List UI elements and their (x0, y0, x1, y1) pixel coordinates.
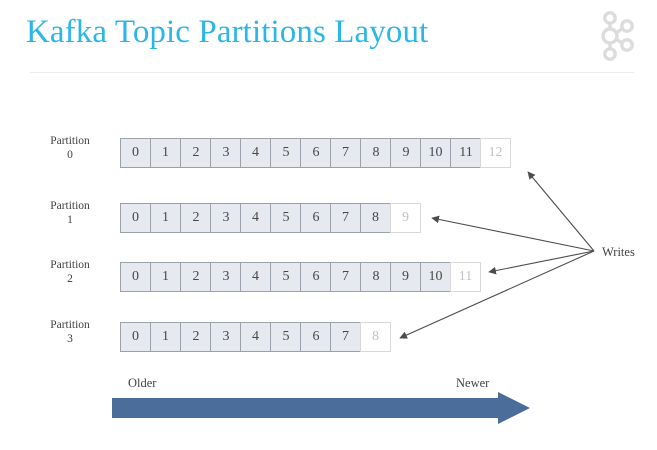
partition-offset-cell: 4 (240, 203, 271, 233)
kafka-logo-icon (601, 11, 634, 61)
partition-label-number: 1 (67, 214, 73, 226)
partition-offset-cell: 1 (150, 203, 181, 233)
partition-offset-cell: 4 (240, 262, 271, 292)
partition-next-offset-cell: 9 (390, 203, 421, 233)
partition-offset-cell: 1 (150, 322, 181, 352)
partition-offset-cell: 11 (450, 138, 481, 168)
partition-label: Partition 0 (33, 134, 107, 162)
partition-offset-cell: 2 (180, 262, 211, 292)
partition-label-number: 3 (67, 333, 73, 345)
time-direction-arrow (112, 392, 530, 424)
partition-offset-cell: 10 (420, 138, 451, 168)
partition-offset-cell: 3 (210, 262, 241, 292)
partition-offset-cell: 5 (270, 262, 301, 292)
partition-offset-cell: 0 (120, 262, 151, 292)
partition-offset-cell: 0 (120, 322, 151, 352)
partition-offset-cell: 6 (300, 262, 331, 292)
partition-next-offset-cell: 8 (360, 322, 391, 352)
partition-offset-cell: 5 (270, 203, 301, 233)
page-title: Kafka Topic Partitions Layout (26, 14, 429, 50)
partition-label-name: Partition (50, 319, 90, 331)
partition-offset-cell: 4 (240, 322, 271, 352)
partition-offset-cell: 3 (210, 322, 241, 352)
partition-offset-cell: 7 (330, 322, 361, 352)
partition-label: Partition 3 (33, 318, 107, 346)
partition-offset-cell: 7 (330, 203, 361, 233)
partition-offset-cell: 1 (150, 138, 181, 168)
partition-offset-cell: 1 (150, 262, 181, 292)
partition-next-offset-cell: 11 (450, 262, 481, 292)
partition-next-offset-cell: 12 (480, 138, 511, 168)
partition-offset-cell: 2 (180, 203, 211, 233)
partition-offset-cell: 7 (330, 138, 361, 168)
partition-label-name: Partition (50, 200, 90, 212)
partition-offset-cell: 9 (390, 138, 421, 168)
partition-label-number: 0 (67, 149, 73, 161)
partition-offset-cell: 5 (270, 322, 301, 352)
partition-offset-cell: 0 (120, 203, 151, 233)
partition-offset-cell: 9 (390, 262, 421, 292)
partition-offset-cell: 2 (180, 322, 211, 352)
partition-offset-cell: 5 (270, 138, 301, 168)
partition-offset-cell: 6 (300, 203, 331, 233)
newer-label: Newer (456, 376, 490, 390)
writes-label: Writes (602, 245, 635, 259)
partition-offset-cell: 6 (300, 322, 331, 352)
partition-label-name: Partition (50, 135, 90, 147)
partition-offset-cell: 10 (420, 262, 451, 292)
partition-label: Partition 2 (33, 258, 107, 286)
title-divider (30, 72, 634, 73)
partition-label-name: Partition (50, 259, 90, 271)
partition-offset-cell: 2 (180, 138, 211, 168)
partition-offset-cell: 4 (240, 138, 271, 168)
partition-offset-cell: 6 (300, 138, 331, 168)
partition-offset-cell: 8 (360, 203, 391, 233)
partition-offset-cell: 8 (360, 138, 391, 168)
partition-offset-cell: 8 (360, 262, 391, 292)
partition-label-number: 2 (67, 273, 73, 285)
partition-offset-cell: 3 (210, 138, 241, 168)
partition-offset-cell: 0 (120, 138, 151, 168)
partition-offset-cell: 3 (210, 203, 241, 233)
partition-offset-cell: 7 (330, 262, 361, 292)
older-label: Older (128, 376, 157, 390)
partition-label: Partition 1 (33, 199, 107, 227)
